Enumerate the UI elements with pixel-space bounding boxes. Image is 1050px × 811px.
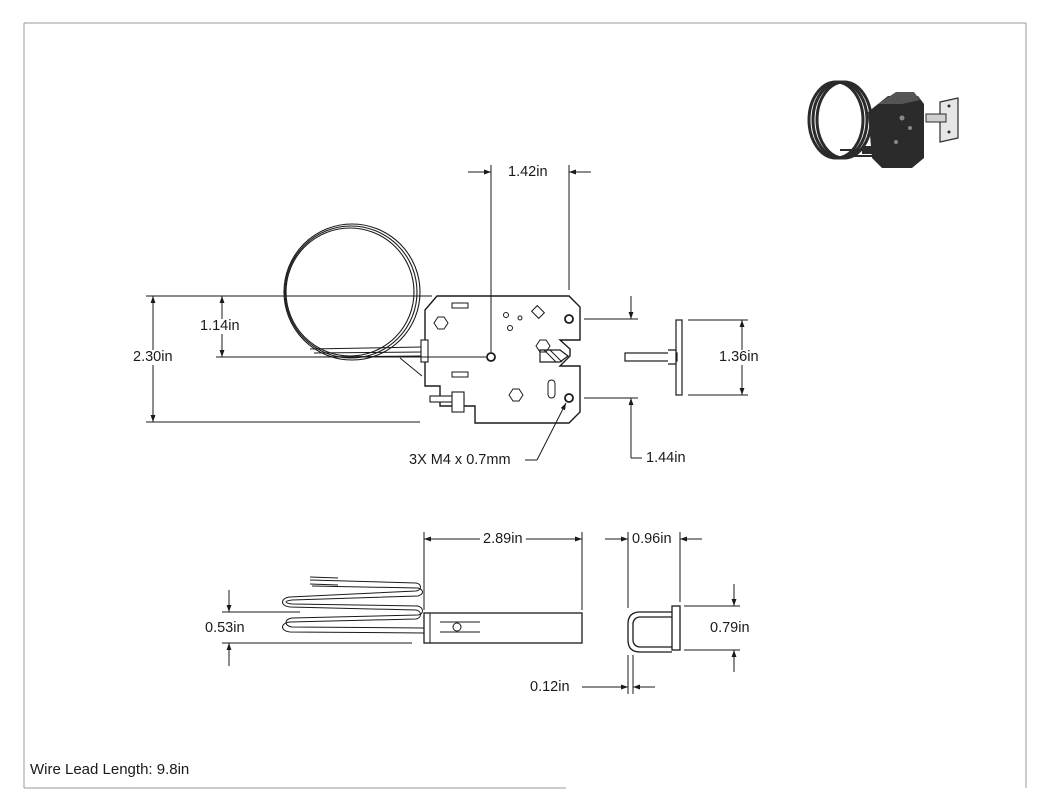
dim-strike-height-label: 1.36in [717,349,761,365]
dim-hole-spacing-label: 1.44in [646,450,686,466]
front-view-part [283,223,581,424]
side-view-strike [627,605,681,653]
thread-callout-label: 3X M4 x 0.7mm [409,452,511,468]
sheet-border [23,22,1027,789]
dim-width-top-label: 1.42in [508,164,548,180]
side-view-part [282,576,583,644]
front-view-strike [624,319,683,396]
dim-strike-thickness-label: 0.12in [530,679,570,695]
dim-mount-hole-height-label: 1.14in [198,318,242,334]
dim-strike-width-label: 0.79in [708,620,752,636]
dim-body-length-label: 2.89in [480,532,526,547]
dim-strike-depth-label: 0.96in [630,531,674,547]
dim-wire-coil-height-label: 0.53in [205,620,245,636]
isometric-preview [807,80,959,168]
wire-lead-length-note: Wire Lead Length: 9.8in [30,761,190,778]
dim-overall-height-label: 2.30in [131,349,175,365]
